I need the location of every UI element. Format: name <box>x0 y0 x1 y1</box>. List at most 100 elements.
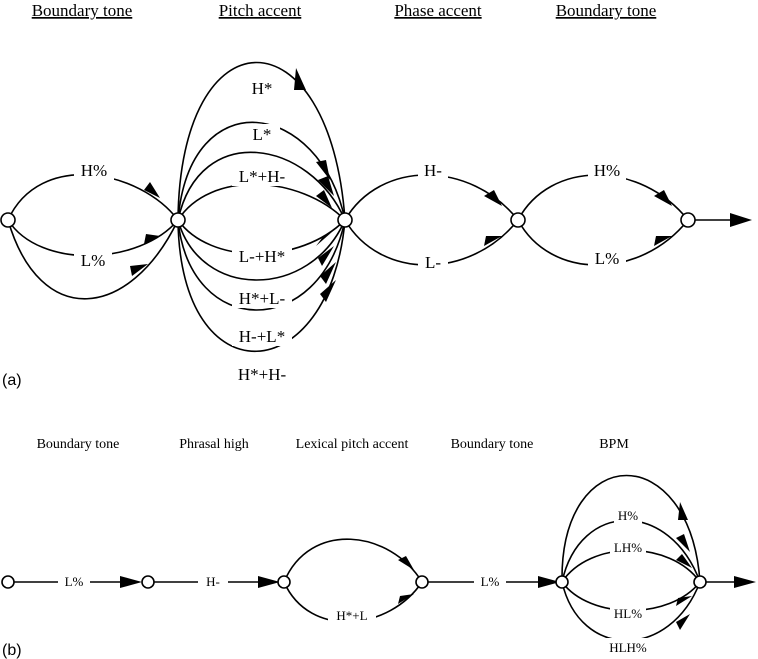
edge-label-a2-h-star-l: H*+L- <box>239 289 286 308</box>
state-node-a2 <box>337 212 353 228</box>
edge-label-a2-h-l-star: H-+L* <box>239 327 285 346</box>
state-node-b1 <box>141 575 155 589</box>
arrowhead-a1-mid <box>144 234 160 244</box>
arrowhead-a2-l-h-star <box>316 232 332 246</box>
edge-label-a2-h-star: H* <box>252 79 273 98</box>
panel-b-header-lexical-pitch-accent: Lexical pitch accent <box>296 437 409 452</box>
arrowhead-b3-top <box>398 556 414 570</box>
label-bg-a4-top <box>588 160 626 182</box>
arrowhead-b4 <box>538 576 560 588</box>
label-bg-b1 <box>58 572 90 590</box>
label-bg-b5-hlh <box>604 638 652 656</box>
label-bg-a2-h-star <box>244 78 280 98</box>
arrowhead-a2-h-star-h <box>320 280 336 302</box>
state-node-a4 <box>680 212 696 228</box>
edge-label-b3: H*+L <box>336 608 367 623</box>
arrowhead-b3-bottom <box>398 594 414 604</box>
edge-label-b4: L% <box>481 574 500 589</box>
edge-a2-l-star-h <box>177 183 346 221</box>
label-bg-b5-hl <box>610 604 646 622</box>
edge-a2-outer-top <box>177 61 346 221</box>
edge-label-b2: H- <box>206 574 220 589</box>
edge-a1-bottom <box>7 219 179 300</box>
edge-label-a2-l-star: L* <box>253 125 272 144</box>
state-node-a1 <box>170 212 186 228</box>
edge-b5-outer-top <box>561 474 701 583</box>
edge-label-a4-bottom: L% <box>595 249 620 268</box>
state-node-b2 <box>277 575 291 589</box>
edge-a2-h-star-h <box>177 219 346 352</box>
arrowhead-a1-top <box>144 182 160 198</box>
label-bg-b5-lh <box>610 538 646 556</box>
arrowhead-a2-h-l-star <box>320 262 336 284</box>
label-bg-a1-top <box>74 160 114 180</box>
label-bg-a3-top <box>418 160 448 182</box>
panel-b: Boundary tone Phrasal high Lexical pitch… <box>1 437 756 659</box>
panel-a-header-phase-accent: Phase accent <box>394 1 482 20</box>
edge-a2-h-star-l <box>177 219 346 281</box>
edge-label-a1-mid: L% <box>81 251 106 270</box>
edge-a1-top <box>7 173 179 221</box>
label-bg-a2-l-h-star <box>232 246 292 266</box>
arrowhead-a4-bottom <box>654 236 672 246</box>
label-bg-b2 <box>198 572 228 590</box>
edge-label-b1: L% <box>65 574 84 589</box>
edge-label-b5-hlh: HLH% <box>609 640 647 655</box>
edge-label-b5-h: H% <box>618 508 638 523</box>
label-bg-a2-h-star-h <box>230 364 294 384</box>
arrowhead-a2-h-star <box>316 160 330 180</box>
panel-a: Boundary tone Pitch accent Phase accent … <box>0 1 752 389</box>
edge-label-a2-l-h-star: L-+H* <box>239 247 285 266</box>
arrowhead-a2-outer-top <box>294 68 306 90</box>
arrowhead-a3-top <box>484 190 502 206</box>
edge-label-b5-hl: HL% <box>614 606 642 621</box>
label-bg-a4-bottom <box>588 248 626 270</box>
label-bg-a3-bottom <box>418 252 448 274</box>
arrowhead-b1 <box>120 576 142 588</box>
panel-b-header-phrasal-high: Phrasal high <box>179 437 249 452</box>
label-bg-a1-mid <box>74 250 112 270</box>
arrowhead-a3-bottom <box>484 236 502 246</box>
panel-a-tag: (a) <box>2 372 22 389</box>
arrowhead-a4-top <box>654 190 672 206</box>
label-bg-a2-h-l-star <box>232 326 292 346</box>
arrowhead-b5-lh <box>676 554 692 568</box>
state-node-a0 <box>0 212 16 228</box>
label-bg-a2-l-star-h <box>232 166 292 186</box>
arrowhead-b5-outer-top <box>678 502 688 520</box>
panel-a-header-pitch-accent: Pitch accent <box>219 1 302 20</box>
state-node-b5 <box>693 575 707 589</box>
panel-a-header-boundary-tone-2: Boundary tone <box>556 1 657 20</box>
label-bg-b3 <box>328 606 376 624</box>
label-bg-b4 <box>474 572 506 590</box>
arrowhead-a1-bottom <box>130 264 148 276</box>
arrowhead-b5-hlh <box>676 614 690 630</box>
arrowhead-b5-hl <box>676 596 692 606</box>
arrowhead-b2 <box>258 576 280 588</box>
edge-label-a2-l-star-h: L*+H- <box>239 167 286 186</box>
arrowhead-b-exit <box>734 576 756 588</box>
edge-label-a4-top: H% <box>594 161 620 180</box>
edge-label-b5-lh: LH% <box>614 540 642 555</box>
panel-a-header-boundary-tone-1: Boundary tone <box>32 1 133 20</box>
edge-label-a3-bottom: L- <box>425 253 441 272</box>
edge-label-a3-top: H- <box>424 161 442 180</box>
edge-a2-l-star <box>177 151 346 221</box>
panel-b-header-bpm: BPM <box>599 437 629 452</box>
edge-a2-h-star <box>177 121 346 221</box>
state-node-b3 <box>415 575 429 589</box>
edge-label-a2-h-star-h: H*+H- <box>238 365 287 384</box>
panel-b-header-boundary-tone-2: Boundary tone <box>451 437 534 452</box>
label-bg-b5-h <box>614 506 642 524</box>
arrowhead-b5-h <box>676 534 690 552</box>
arrowhead-a2-l-star-h <box>316 190 332 208</box>
edge-a2-h-l-star <box>177 219 346 311</box>
label-bg-a2-l-star <box>244 124 280 144</box>
panel-b-header-boundary-tone-1: Boundary tone <box>37 437 120 452</box>
state-node-a3 <box>510 212 526 228</box>
arrowhead-a2-l-star <box>318 176 334 196</box>
state-node-b4 <box>555 575 569 589</box>
panel-b-tag: (b) <box>2 642 22 659</box>
